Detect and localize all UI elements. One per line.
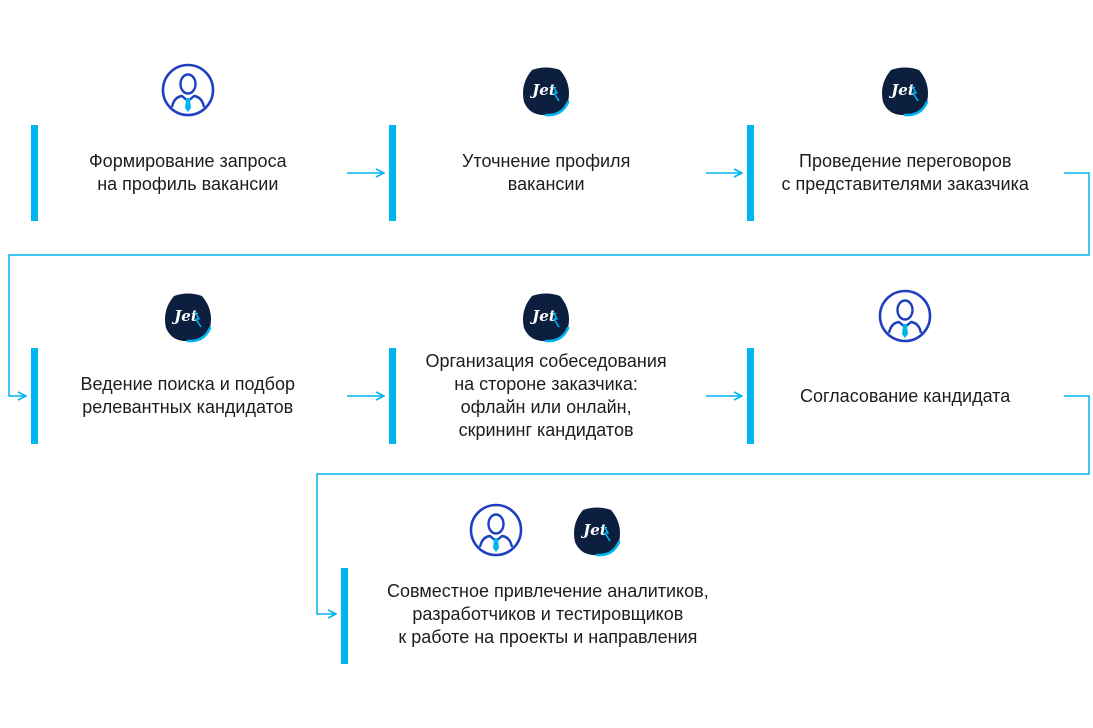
step-2-bar	[389, 125, 396, 221]
step-4-bar	[31, 348, 38, 444]
jet-logo-icon: Jet	[160, 288, 216, 344]
svg-text:Jet: Jet	[888, 81, 915, 99]
step-2-label-line: вакансии	[507, 174, 585, 194]
step-6-label: Согласование кандидата	[800, 385, 1010, 408]
step-3-label-line: с представителями заказчика	[781, 174, 1029, 194]
step-7-label-line: Совместное привлечение аналитиков,	[387, 580, 709, 601]
jet-logo-icon: Jet	[569, 502, 625, 558]
step-2-label: Уточнение профиля вакансии	[462, 150, 630, 196]
step-7-label-line: разработчиков и тестировщиков	[412, 603, 684, 624]
step-4-label-line: релевантных кандидатов	[82, 397, 294, 417]
step-5-bar	[389, 348, 396, 444]
step-5-label-line: скрининг кандидатов	[458, 420, 634, 440]
jet-logo-icon: Jet	[518, 288, 574, 344]
user-icon	[160, 62, 216, 118]
step-1-label-line: Формирование запроса	[89, 151, 287, 171]
svg-text:Jet: Jet	[580, 521, 607, 539]
jet-logo-icon: Jet	[877, 62, 933, 118]
step-1-label-line: на профиль вакансии	[97, 174, 279, 194]
step-1-label: Формирование запроса на профиль вакансии	[89, 150, 287, 196]
step-3-label: Проведение переговоров с представителями …	[782, 150, 1029, 196]
user-icon	[468, 502, 524, 558]
user-icon	[877, 288, 933, 344]
step-4-label: Ведение поиска и подбор релевантных канди…	[81, 373, 296, 419]
svg-text:Jet: Jet	[529, 307, 556, 325]
jet-logo-icon: Jet	[518, 62, 574, 118]
step-5-label-line: Организация собеседования	[425, 351, 667, 371]
step-6-bar	[747, 348, 754, 444]
connector-arrow-6	[316, 395, 1090, 614]
svg-text:Jet: Jet	[171, 307, 198, 325]
step-2-label-line: Уточнение профиля	[462, 151, 631, 171]
step-7-bar	[341, 568, 348, 664]
step-6-label-line: Согласование кандидата	[800, 385, 1011, 406]
step-5-label-line: на стороне заказчика:	[454, 374, 638, 394]
step-3-label-line: Проведение переговоров	[799, 151, 1012, 171]
step-3-bar	[747, 125, 754, 221]
step-1-bar	[31, 125, 38, 221]
step-7-label-line: к работе на проекты и направления	[398, 626, 698, 647]
connector-arrow-3	[8, 172, 1090, 396]
step-7-label: Совместное привлечение аналитиков,разраб…	[387, 580, 709, 649]
step-5-label-line: офлайн или онлайн,	[460, 397, 632, 417]
step-4-label-line: Ведение поиска и подбор	[80, 374, 296, 394]
step-5-label: Организация собеседования на стороне зака…	[426, 350, 667, 442]
svg-text:Jet: Jet	[529, 81, 556, 99]
